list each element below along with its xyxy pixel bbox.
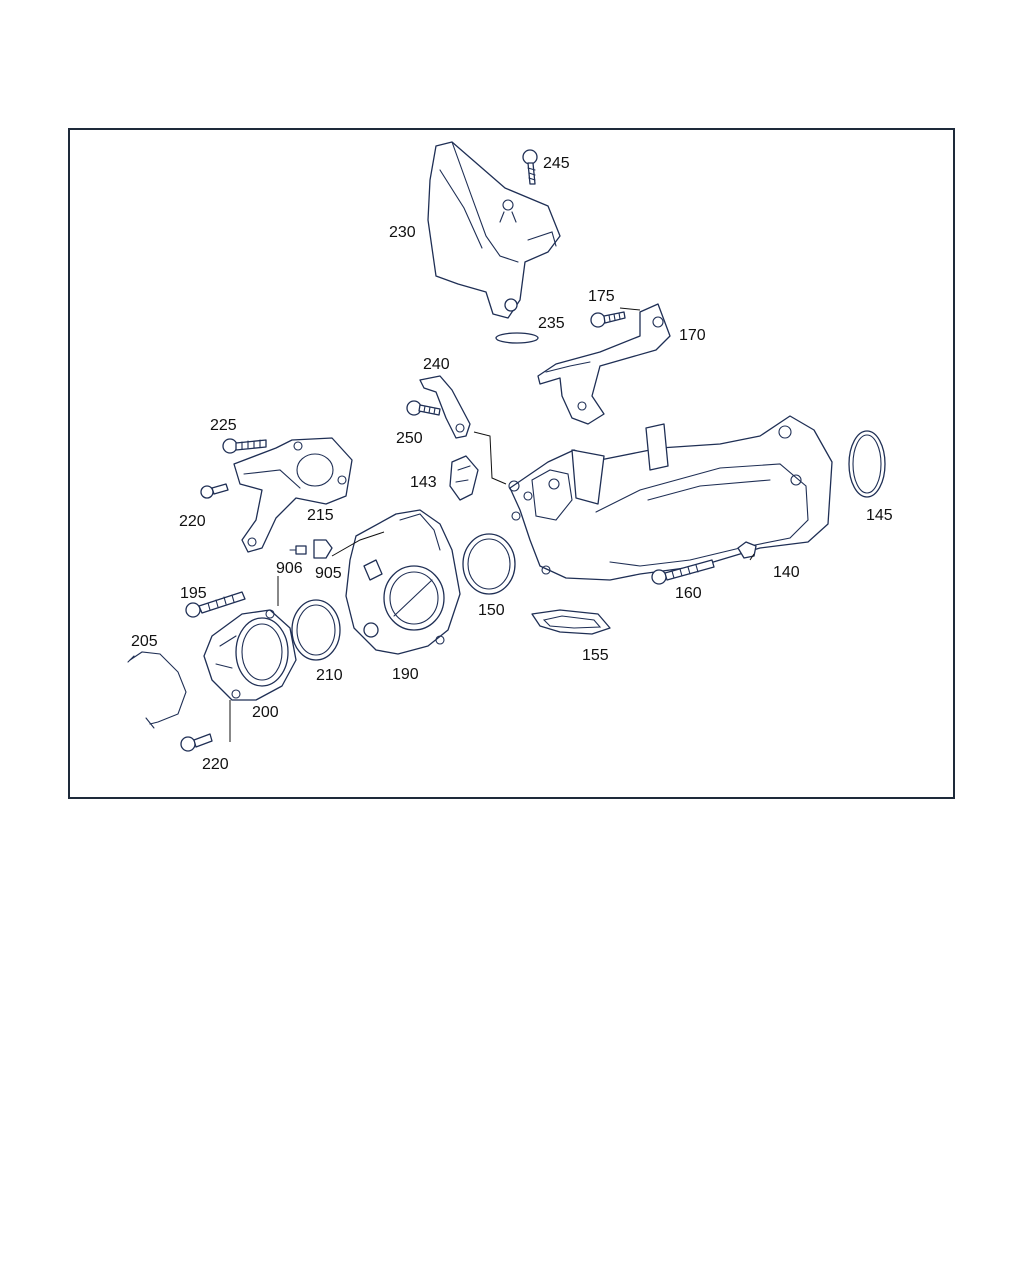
part-220-bolt-upper: [200, 483, 229, 499]
callout-140: 140: [773, 564, 800, 581]
part-245-bolt: [522, 149, 538, 185]
callout-240: 240: [423, 356, 450, 373]
part-155-gasket: [531, 609, 611, 635]
part-140-intake-manifold: [508, 415, 833, 581]
callout-250: 250: [396, 430, 423, 447]
callout-235: 235: [538, 315, 565, 332]
part-225-bolt: [222, 438, 267, 454]
part-235-seal-ring: [495, 332, 539, 344]
part-143-sensor: [449, 431, 507, 501]
callout-220-lower: 220: [202, 756, 229, 773]
callout-205: 205: [131, 633, 158, 650]
callout-245: 245: [543, 155, 570, 172]
callout-175: 175: [588, 288, 615, 305]
callout-190: 190: [392, 666, 419, 683]
diagram-frame: [68, 128, 955, 799]
callout-155: 155: [582, 647, 609, 664]
callout-210: 210: [316, 667, 343, 684]
part-195-bolt: [185, 591, 246, 618]
part-240-small-bracket: [419, 375, 471, 439]
callout-170: 170: [679, 327, 706, 344]
part-250-bolt: [406, 400, 441, 416]
part-150-o-ring: [462, 533, 516, 595]
part-175-bolt: [590, 311, 626, 328]
callout-200: 200: [252, 704, 279, 721]
part-145-o-ring: [848, 430, 886, 498]
part-210-o-ring: [291, 599, 341, 661]
callout-215: 215: [307, 507, 334, 524]
callout-195: 195: [180, 585, 207, 602]
part-905-connector: [313, 539, 333, 559]
part-160-bolt: [651, 559, 715, 585]
part-906-pin: [289, 545, 307, 555]
callout-145: 145: [866, 507, 893, 524]
callout-labels: 245 230 175 235 170 240 250 225 143 220 …: [131, 155, 893, 773]
part-190-throttle-body: [345, 509, 461, 655]
callout-143: 143: [410, 474, 437, 491]
callout-906: 906: [276, 560, 303, 577]
part-200-adapter: [203, 609, 297, 701]
part-230-cover: [427, 141, 561, 319]
leader-lines: [229, 307, 755, 742]
part-220-bolt-lower: [180, 733, 213, 752]
callout-225: 225: [210, 417, 237, 434]
callout-230: 230: [389, 224, 416, 241]
callout-905: 905: [315, 565, 342, 582]
part-215-bracket-plate: [233, 437, 353, 553]
part-140-seal-strip: [737, 541, 757, 559]
part-205-clamp: [127, 651, 187, 729]
callout-220-upper: 220: [179, 513, 206, 530]
part-170-bracket: [537, 303, 671, 425]
callout-160: 160: [675, 585, 702, 602]
callout-150: 150: [478, 602, 505, 619]
